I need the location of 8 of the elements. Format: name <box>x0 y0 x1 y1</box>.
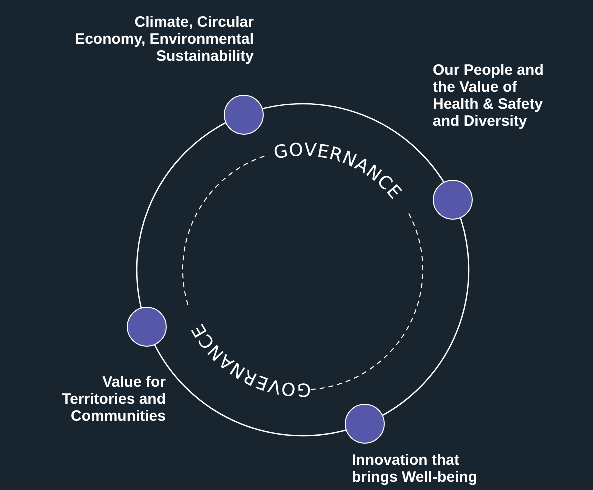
circle-marker <box>345 404 386 444</box>
circle-marker <box>224 95 264 136</box>
node-label: Our People and the Value of Health & Safety and Diversity <box>433 62 545 130</box>
circle-marker <box>127 306 167 347</box>
node-label: Climate, Circular Economy, Environmental Sustainability <box>74 14 254 65</box>
circle-marker <box>433 180 474 220</box>
node-label: Value for Territories and Communities <box>61 374 166 425</box>
node-label: Innovation that brings Well-being <box>352 452 479 486</box>
